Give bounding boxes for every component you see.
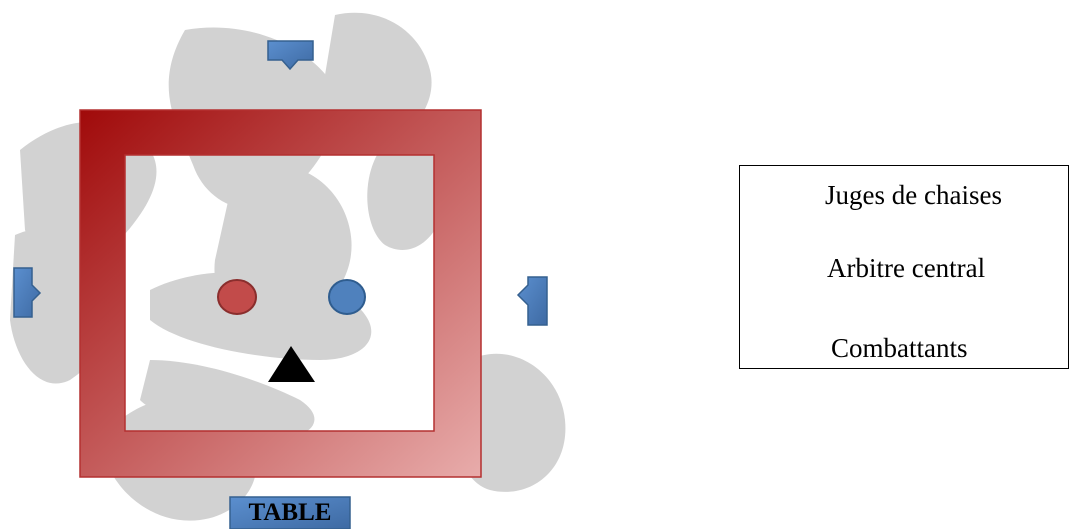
fighter-red: [217, 279, 257, 315]
fighter-blue: [328, 279, 366, 315]
chair-judge-left: [13, 267, 42, 318]
chair-judge-top: [267, 40, 314, 71]
legend-fighters-label: Combattants: [831, 333, 968, 363]
legend-box: [739, 165, 1069, 369]
calligraphy-watermark: [10, 12, 566, 521]
central-referee: [268, 346, 315, 382]
competition-mat: [79, 109, 482, 478]
legend-referee-label: Arbitre central: [827, 253, 986, 283]
chair-judge-right: [516, 276, 548, 326]
legend-judges-label: Juges de chaises: [825, 180, 1002, 210]
table-label: TABLE: [248, 499, 332, 526]
table-marker: [229, 496, 351, 529]
